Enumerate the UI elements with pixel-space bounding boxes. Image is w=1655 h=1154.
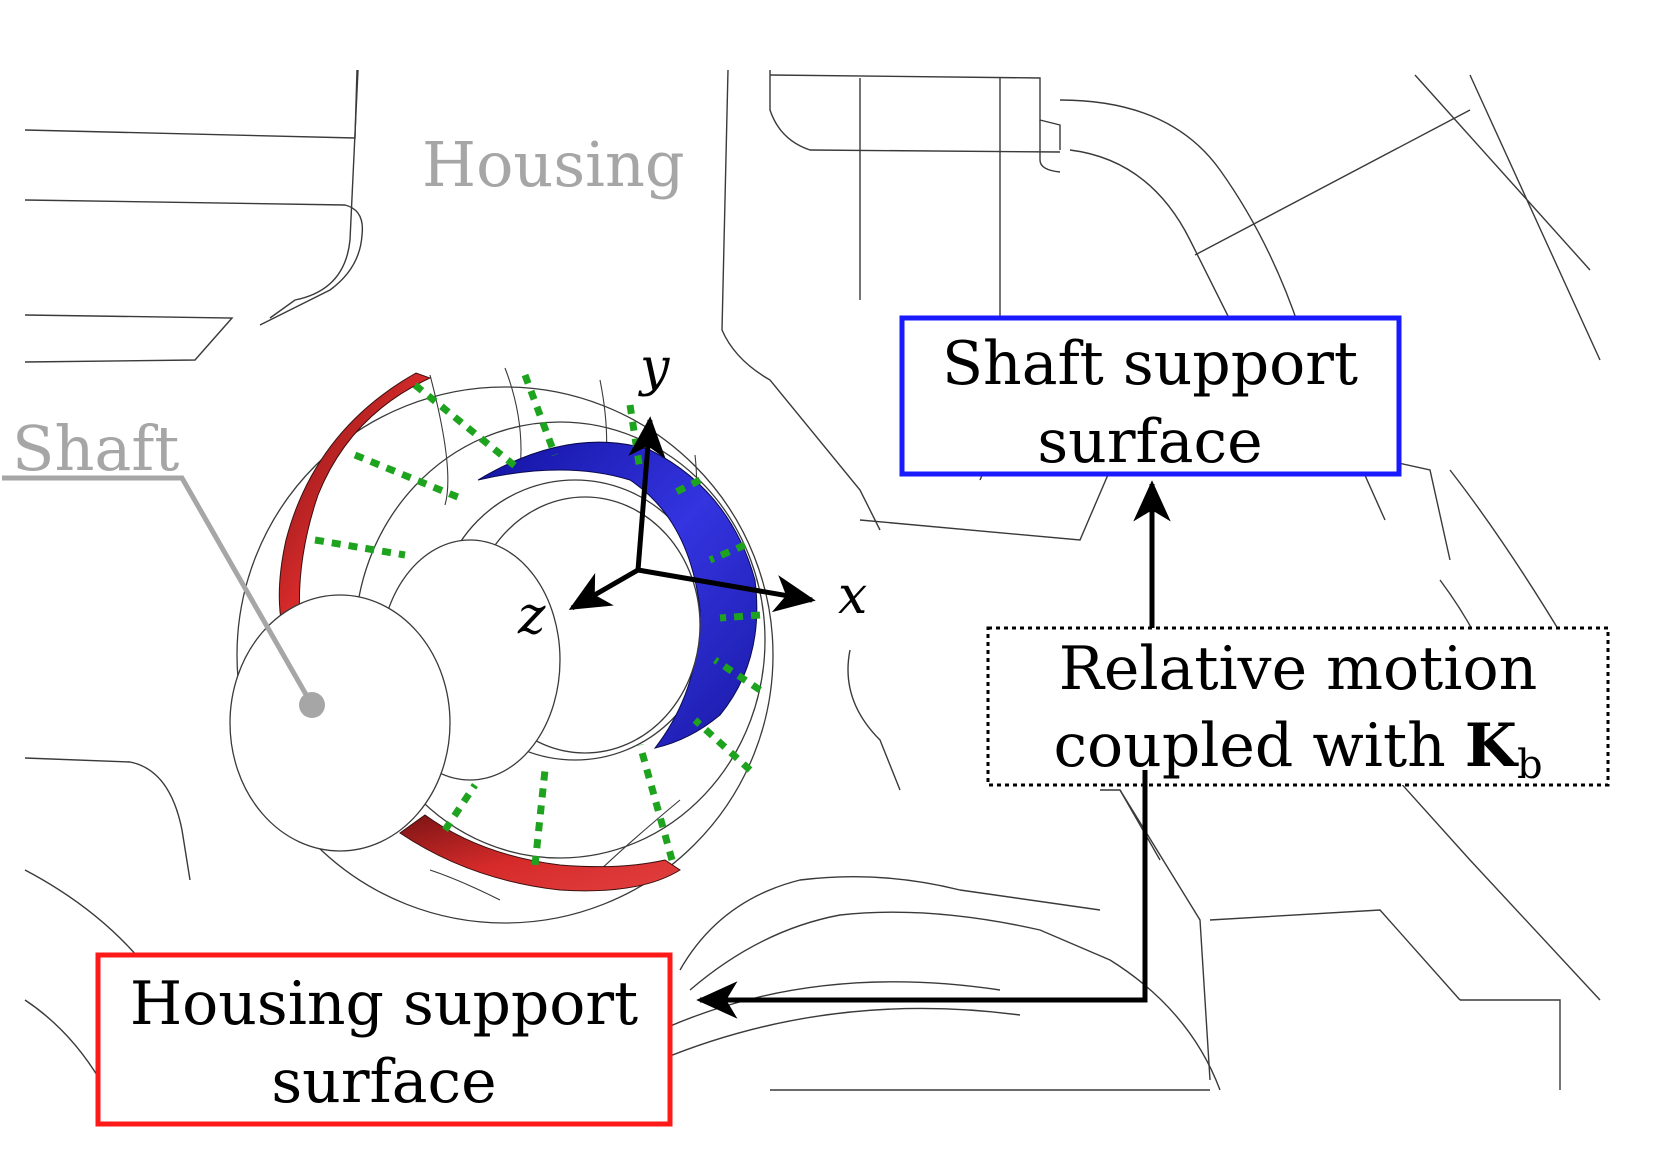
spring [531, 769, 549, 866]
coordinate-axes [568, 416, 816, 613]
housing-wireframe [24, 69, 1601, 1091]
spring [636, 744, 676, 861]
relative-motion-line2-text: coupled with [1053, 711, 1464, 781]
y-axis [628, 416, 666, 571]
relative-motion-box: Relative motion coupled with Kb [986, 626, 1610, 788]
spring [521, 373, 559, 457]
housing-label: Housing [422, 128, 685, 201]
z-axis-label: z [517, 586, 546, 646]
spring [412, 382, 523, 473]
spring-elements [314, 373, 762, 866]
housing-support-line2: surface [271, 1047, 496, 1117]
housing-bore-circle [236, 386, 774, 924]
x-axis-label: x [838, 566, 867, 626]
shaft-support-line2: surface [1037, 407, 1262, 477]
spring [442, 783, 478, 832]
shaft-support-line1: Shaft support [942, 329, 1358, 399]
z-axis [568, 567, 640, 611]
shaft-support-box: Shaft support surface [899, 315, 1402, 477]
spring [314, 536, 406, 559]
shaft-leader-line [2, 475, 325, 718]
spring [719, 611, 761, 622]
spring [692, 717, 753, 773]
x-axis [637, 567, 816, 613]
stiffness-symbol: K [1465, 711, 1519, 781]
relative-motion-line1: Relative motion [1059, 634, 1538, 704]
relative-motion-line2: coupled with Kb [1053, 711, 1542, 788]
spring [626, 404, 644, 471]
spring [668, 476, 702, 499]
housing-support-line1: Housing support [130, 969, 638, 1039]
shaft-end-disc [229, 594, 451, 852]
arrow-to-housing-support [696, 770, 1148, 1019]
spring [353, 451, 467, 504]
shaft-label: Shaft [12, 412, 179, 485]
stiffness-subscript: b [1517, 742, 1543, 788]
spring [708, 541, 747, 564]
connector-arrows [696, 480, 1171, 1019]
y-axis-label: y [638, 338, 670, 398]
housing-support-box: Housing support surface [95, 952, 673, 1127]
